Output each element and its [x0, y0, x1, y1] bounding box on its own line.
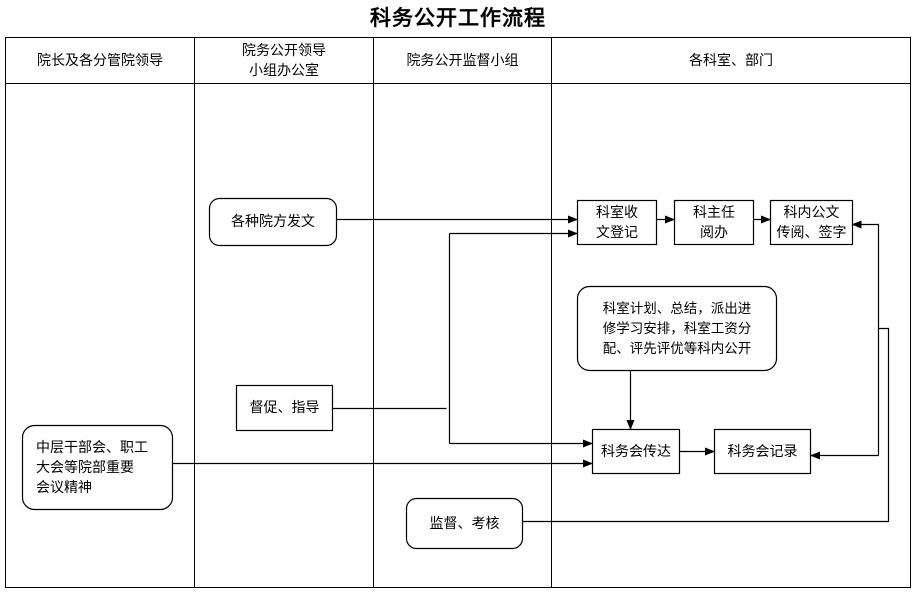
- connectors: [172, 215, 890, 523]
- lane-header-office: 院务公开领导 小组办公室: [242, 42, 326, 79]
- node-dept-plan-items: [576, 285, 778, 372]
- node-label-urge-guide: 督促、指导: [249, 400, 320, 416]
- node-dept-director-review: [673, 199, 755, 246]
- node-supervise-assess: [405, 497, 524, 550]
- node-label-mid-level-meeting: 中层干部会、职工 大会等院部重要 会议精神: [36, 439, 148, 496]
- node-mid-level-meeting: [21, 424, 174, 511]
- node-label-dept-circulate-sign: 科内公文 传阅、签字: [776, 204, 847, 241]
- node-shapes: [21, 197, 854, 550]
- swimlane-frame: [5, 37, 911, 588]
- lane-header-leaders: 院长及各分管院领导: [37, 52, 163, 69]
- page-title: 科务公开工作流程: [370, 5, 546, 30]
- line-supervise-loop: [522, 327, 890, 523]
- node-label-various-documents: 各种院方发文: [231, 214, 315, 230]
- arrow-loop-to-circulate: [851, 220, 880, 329]
- node-urge-guide: [235, 384, 334, 432]
- node-label-supervise-assess: 监督、考核: [429, 515, 500, 532]
- lane-header-departments: 各科室、部门: [689, 52, 773, 69]
- node-label-dept-plan-items: 科室计划、总结，派出进 修学习安排，科室工资分 配、评先评优等科内公开: [602, 300, 752, 357]
- node-label-dept-receive-register: 科室收 文登记: [596, 204, 638, 241]
- lane-header-supervision: 院务公开监督小组: [406, 52, 519, 69]
- node-various-documents: [208, 197, 338, 247]
- lane-outer-border: [5, 37, 911, 588]
- node-label-dept-director-review: 科主任 阅办: [693, 204, 735, 241]
- node-dept-meeting-convey: [591, 428, 681, 475]
- node-label-dept-meeting-record: 科务会记录: [727, 443, 798, 460]
- node-label-dept-meeting-convey: 科务会传达: [601, 443, 671, 460]
